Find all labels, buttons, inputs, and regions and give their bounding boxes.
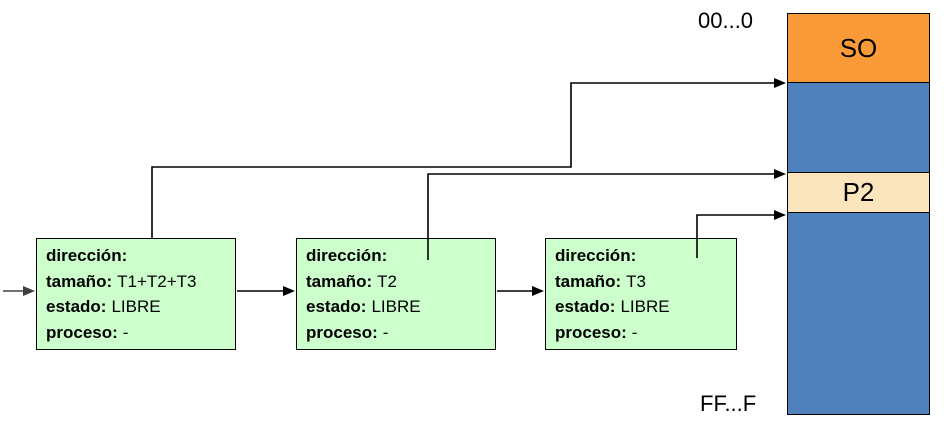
node2-estado-row: estado:LIBRE (306, 294, 486, 320)
field-label: estado: (306, 297, 367, 316)
node2-tamano-row: tamaño:T2 (306, 269, 486, 295)
free-list-node-2: dirección: tamaño:T2 estado:LIBRE proces… (296, 238, 496, 350)
node1-tamano-row: tamaño:T1+T2+T3 (46, 269, 226, 295)
node1-estado-row: estado:LIBRE (46, 294, 226, 320)
node2-proceso-row: proceso:- (306, 320, 486, 346)
free-list-node-3: dirección: tamaño:T3 estado:LIBRE proces… (545, 238, 737, 350)
field-value: - (122, 322, 129, 342)
address-label-bottom: FF...F (700, 391, 757, 416)
field-label: dirección: (306, 246, 388, 265)
node3-estado-row: estado:LIBRE (555, 294, 727, 320)
field-value: T1+T2+T3 (117, 271, 197, 291)
field-value: - (382, 322, 389, 342)
free-list-node-1: dirección: tamaño:T1+T2+T3 estado:LIBRE … (36, 238, 236, 350)
field-label: dirección: (555, 246, 637, 265)
field-label: tamaño: (46, 271, 113, 291)
segment-label: SO (839, 32, 878, 63)
field-value: - (631, 322, 638, 342)
field-value: LIBRE (111, 297, 161, 316)
address-label-top: 00...0 (698, 8, 754, 33)
node3-proceso-row: proceso:- (555, 320, 727, 346)
field-value: T2 (377, 271, 397, 291)
node1-proceso-row: proceso:- (46, 320, 226, 346)
node2-direccion-row: dirección: (306, 243, 486, 269)
node3-direccion-row: dirección: (555, 243, 727, 269)
node1-direccion-row: dirección: (46, 243, 226, 269)
field-value: T3 (626, 271, 646, 291)
memory-map-column: SO P2 (787, 13, 930, 415)
field-label: tamaño: (555, 271, 622, 291)
field-label: dirección: (46, 246, 128, 265)
memory-segment-so: SO (787, 13, 930, 83)
memory-segment-free-2 (787, 211, 930, 415)
node1-pointer-line (151, 78, 786, 238)
field-label: proceso: (46, 322, 118, 342)
node3-tamano-row: tamaño:T3 (555, 269, 727, 295)
field-label: tamaño: (306, 271, 373, 291)
segment-label: P2 (842, 177, 875, 207)
memory-segment-p2: P2 (787, 172, 930, 213)
field-value: LIBRE (620, 297, 670, 316)
field-label: estado: (555, 297, 616, 316)
field-label: proceso: (555, 322, 627, 342)
field-value: LIBRE (371, 297, 421, 316)
field-label: proceso: (306, 322, 378, 342)
memory-segment-free-1 (787, 81, 930, 174)
field-label: estado: (46, 297, 107, 316)
